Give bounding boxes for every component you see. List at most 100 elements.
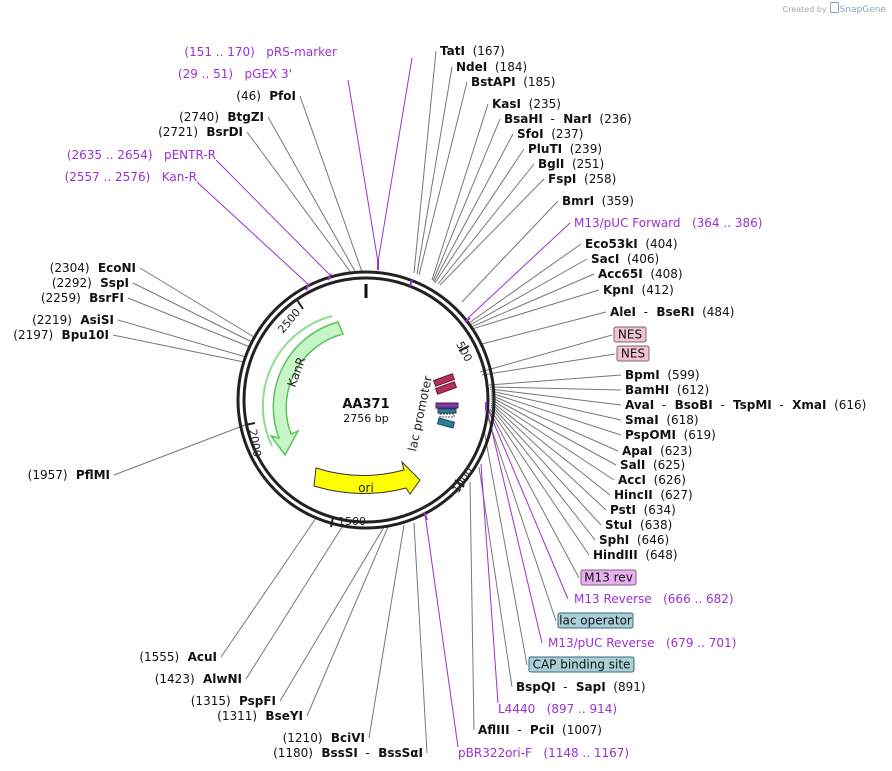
enzyme-name-part: PflMI [68, 468, 110, 482]
enzyme-name-part: SalI [620, 458, 645, 472]
primer-label-m13-puc-reverse: M13/pUC Reverse (679 .. 701) [548, 636, 736, 650]
enzyme-name-part: AcuI [179, 650, 217, 664]
enzyme-label-smai: SmaI (618) [625, 413, 699, 427]
enzyme-pos-part: (618) [659, 413, 699, 427]
feature-box-nes [616, 345, 650, 362]
primer-leader-line [480, 463, 499, 704]
enzyme-pos-part: (484) [694, 305, 734, 319]
enzyme-pos-part: (1311) [217, 709, 257, 723]
lac-promoter-feature: lac promoter [405, 373, 459, 453]
enzyme-leader-line [416, 66, 453, 275]
enzyme-pos-part: (239) [562, 142, 602, 156]
enzyme-leader-line [439, 178, 545, 286]
enzyme-pos-part: (235) [521, 97, 561, 111]
enzyme-pos-part: (1007) [554, 723, 602, 737]
enzyme-name2-part: SapI [568, 680, 606, 694]
enzyme-pos-part: (2740) [179, 110, 219, 124]
enzyme-leader-line [490, 396, 617, 466]
enzyme-label-pflmi: (1957) PflMI [28, 468, 110, 482]
enzyme-name-part: PspOMI [625, 428, 676, 442]
enzyme-label-apai: ApaI (623) [622, 444, 692, 458]
enzyme-label-psti: PstI (634) [610, 503, 676, 517]
primer-label-m13-puc-forward: M13/pUC Forward (364 .. 386) [574, 216, 762, 230]
enzyme-label-sali: SalI (625) [620, 458, 685, 472]
primer-label-pgex-3: (29 .. 51) pGEX 3' [178, 67, 292, 81]
enzyme-name-part: EcoNI [90, 261, 136, 275]
snapgene-logo-icon [829, 2, 839, 13]
enzyme-name-part: BsaHI [504, 112, 543, 126]
enzyme-label-acui: (1555) AcuI [139, 650, 217, 664]
enzyme-name-part: BspQI [516, 680, 556, 694]
enzyme-label-pluti: PluTI (239) [528, 142, 602, 156]
enzyme-name-part: AlwNI [195, 672, 242, 686]
enzyme-name-part: BstAPI [471, 75, 516, 89]
enzyme-label-bstapi: BstAPI (185) [471, 75, 555, 89]
enzyme-label-pspomi: PspOMI (619) [625, 428, 716, 442]
enzyme-pos-part: (236) [592, 112, 632, 126]
enzyme-name-part: SmaI [625, 413, 659, 427]
enzyme-pos-part: (646) [629, 533, 669, 547]
enzyme-label-tati: TatI (167) [440, 44, 505, 58]
enzyme-pos-part: (648) [638, 548, 678, 562]
enzyme-pos-part: (623) [652, 444, 692, 458]
primer-name: Kan-R [150, 170, 197, 184]
feature-leader-line [479, 334, 613, 373]
enzyme-label-bcivi: (1210) BciVI [283, 731, 365, 745]
enzyme-name-part: AleI [610, 305, 636, 319]
enzyme-label-pspfi: (1315) PspFI [191, 694, 276, 708]
enzyme-leader-line [112, 334, 245, 363]
enzyme-name-part: BpmI [625, 368, 660, 382]
scale-tick-2000: 2000 [246, 428, 264, 458]
enzyme-name2-part: BssSαI [370, 746, 423, 760]
primer-label-pentr-r: (2635 .. 2654) pENTR-R [67, 148, 216, 162]
enzyme-name-part: SphI [599, 533, 629, 547]
primer-name: pENTR-R [153, 148, 216, 162]
feature-box-m13-rev [580, 569, 637, 586]
enzyme-pos-part: (616) [826, 398, 866, 412]
enzyme-label-alei: AleI - BseRI (484) [610, 305, 734, 319]
enzyme-sep-part: - [556, 680, 568, 694]
feature-leader-line [483, 429, 528, 666]
enzyme-name-part: PfoI [261, 89, 296, 103]
enzyme-pos-part: (2259) [41, 291, 81, 305]
enzyme-pos-part: (1210) [283, 731, 323, 745]
enzyme-name-part: SfoI [517, 127, 544, 141]
enzyme-label-saci: SacI (406) [591, 252, 659, 266]
enzyme-leader-line [478, 466, 513, 688]
enzyme-sep-part: - [510, 723, 522, 737]
enzyme-pos-part: (627) [653, 488, 693, 502]
enzyme-name-part: AsiSI [72, 313, 114, 327]
enzyme-pos-part: (406) [619, 252, 659, 266]
enzyme-label-asisi: (2219) AsiSI [32, 313, 114, 327]
enzyme-pos-part: (184) [487, 60, 527, 74]
primer-name: M13/pUC Reverse [548, 636, 655, 650]
enzyme-label-bspqi: BspQI - SapI (891) [516, 680, 646, 694]
enzyme-label-sspi: (2292) SspI [52, 276, 129, 290]
feature-leader-line [485, 411, 557, 622]
enzyme-leader-line [490, 394, 619, 452]
primer-range: (29 .. 51) [178, 67, 233, 81]
primer-leader-line [347, 79, 379, 263]
enzyme-label-ndei: NdeI (184) [456, 60, 527, 74]
enzyme-sep-part: - [636, 305, 648, 319]
enzyme-label-acci: AccI (626) [618, 473, 686, 487]
enzyme-pos-part: (634) [636, 503, 676, 517]
leader-lines [112, 50, 622, 754]
enzyme-label-avai: AvaI - BsoBI - TspMI - XmaI (616) [625, 398, 866, 412]
enzyme-name-part: KpnI [603, 283, 634, 297]
enzyme-name-part: BtgZI [219, 110, 264, 124]
enzyme-pos-part: (2721) [158, 125, 198, 139]
enzyme-name-part: KasI [492, 97, 521, 111]
scale-tick-1500: 1500 [338, 515, 366, 528]
primer-range: (364 .. 386) [681, 216, 763, 230]
enzyme-name-part: Bpu10I [53, 328, 109, 342]
enzyme-name-part: BsrFI [81, 291, 124, 305]
enzyme-pos-part: (891) [606, 680, 646, 694]
enzyme-leader-line [490, 390, 622, 421]
plasmid-size: 2756 bp [343, 412, 388, 425]
feature-box-nes [613, 326, 647, 343]
enzyme-leader-line [113, 424, 246, 476]
primer-leader-line [467, 222, 571, 319]
enzyme-name-part: AccI [618, 473, 646, 487]
